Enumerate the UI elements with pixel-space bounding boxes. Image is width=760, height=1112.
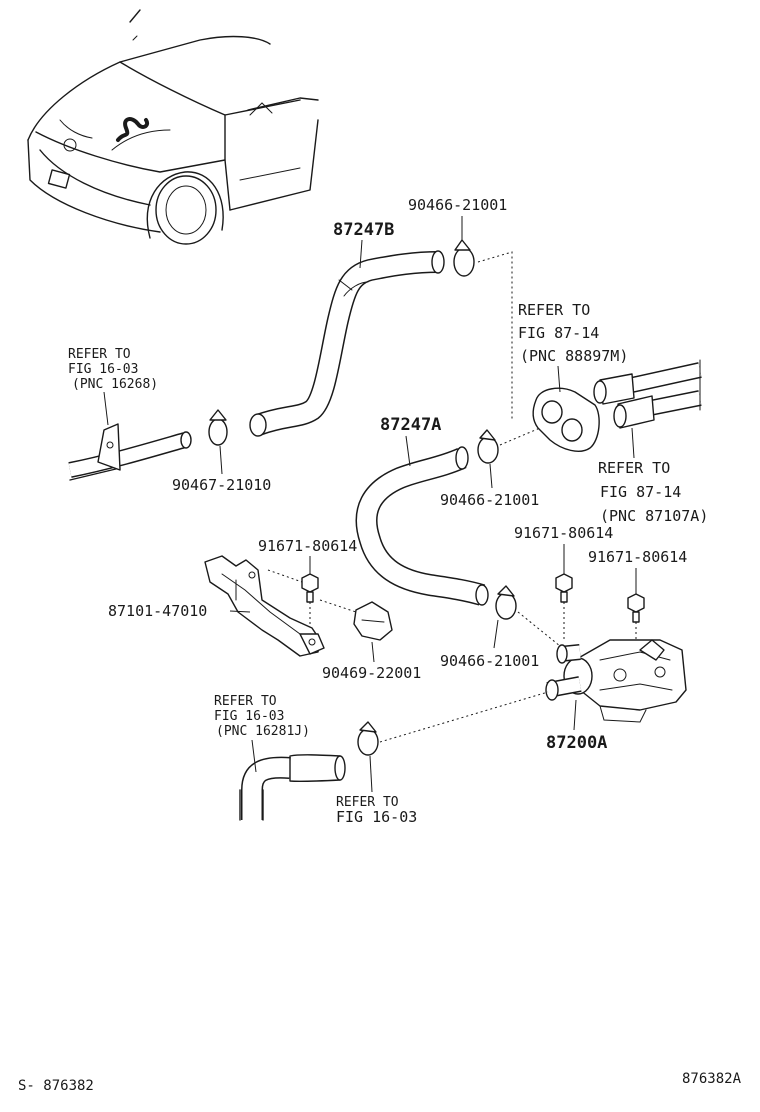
svg-text:FIG 87-14: FIG 87-14 (518, 324, 599, 342)
label-clip: 90469-22001 (322, 664, 421, 682)
grommet (532, 387, 600, 452)
label-clamp-mid: 90466-21001 (440, 491, 539, 509)
label-bolt-right: 91671-80614 (588, 548, 687, 566)
clamp-bottom (357, 721, 379, 756)
svg-text:FIG 16-03: FIG 16-03 (336, 808, 417, 826)
svg-text:(PNC 16268): (PNC 16268) (72, 377, 158, 392)
label-bolt-mid: 91671-80614 (514, 524, 613, 542)
hose-87247b (249, 250, 445, 437)
label-clamp-left: 90467-21010 (172, 476, 271, 494)
valve-87200a (545, 639, 687, 723)
clip-90469 (353, 601, 393, 641)
ref-fig16-low: REFER TO FIG 16-03 (PNC 16281J) (214, 694, 310, 773)
svg-text:REFER TO: REFER TO (336, 795, 399, 810)
svg-text:(PNC 88897M): (PNC 88897M) (520, 347, 628, 365)
svg-text:REFER TO: REFER TO (598, 459, 670, 477)
pipes-right (593, 359, 702, 429)
svg-text:FIG 16-03: FIG 16-03 (214, 709, 284, 724)
svg-text:FIG 87-14: FIG 87-14 (600, 483, 681, 501)
svg-text:REFER TO: REFER TO (214, 694, 277, 709)
label-hose-lower: 87247A (380, 415, 441, 435)
ref-fig16-bottom: REFER TO FIG 16-03 (336, 755, 417, 826)
bolt-mid (555, 573, 573, 603)
ref-fig87-right: REFER TO FIG 87-14 (PNC 87107A) (598, 427, 708, 525)
label-clamp-low: 90466-21001 (440, 652, 539, 670)
footer-code-left: S- 876382 (18, 1078, 94, 1094)
bolt-right (627, 593, 645, 623)
vehicle-sketch (27, 9, 319, 245)
svg-text:REFER TO: REFER TO (68, 347, 131, 362)
svg-text:(PNC 87107A): (PNC 87107A) (600, 507, 708, 525)
svg-text:REFER TO: REFER TO (518, 301, 590, 319)
ref-fig87-top: REFER TO FIG 87-14 (PNC 88897M) (518, 301, 628, 393)
clamp-top (453, 239, 475, 277)
svg-text:FIG 16-03: FIG 16-03 (68, 362, 138, 377)
label-hose-upper: 87247B (333, 220, 394, 240)
svg-text:(PNC 16281J): (PNC 16281J) (216, 724, 310, 739)
clamp-90467 (208, 409, 228, 446)
clamp-low (495, 585, 517, 620)
bracket-87101 (204, 555, 325, 657)
pipe-left (68, 423, 192, 481)
label-valve: 87200A (546, 733, 607, 753)
clamp-mid (477, 429, 499, 464)
footer-code-right: 876382A (682, 1071, 742, 1087)
bolt-left (301, 573, 319, 603)
hose-87247a (355, 446, 489, 606)
ref-fig16-top: REFER TO FIG 16-03 (PNC 16268) (68, 347, 158, 426)
label-bolt-left: 91671-80614 (258, 537, 357, 555)
label-bracket: 87101-47010 (108, 602, 207, 620)
label-clamp-top: 90466-21001 (408, 196, 507, 214)
hose-bottom (239, 754, 346, 821)
